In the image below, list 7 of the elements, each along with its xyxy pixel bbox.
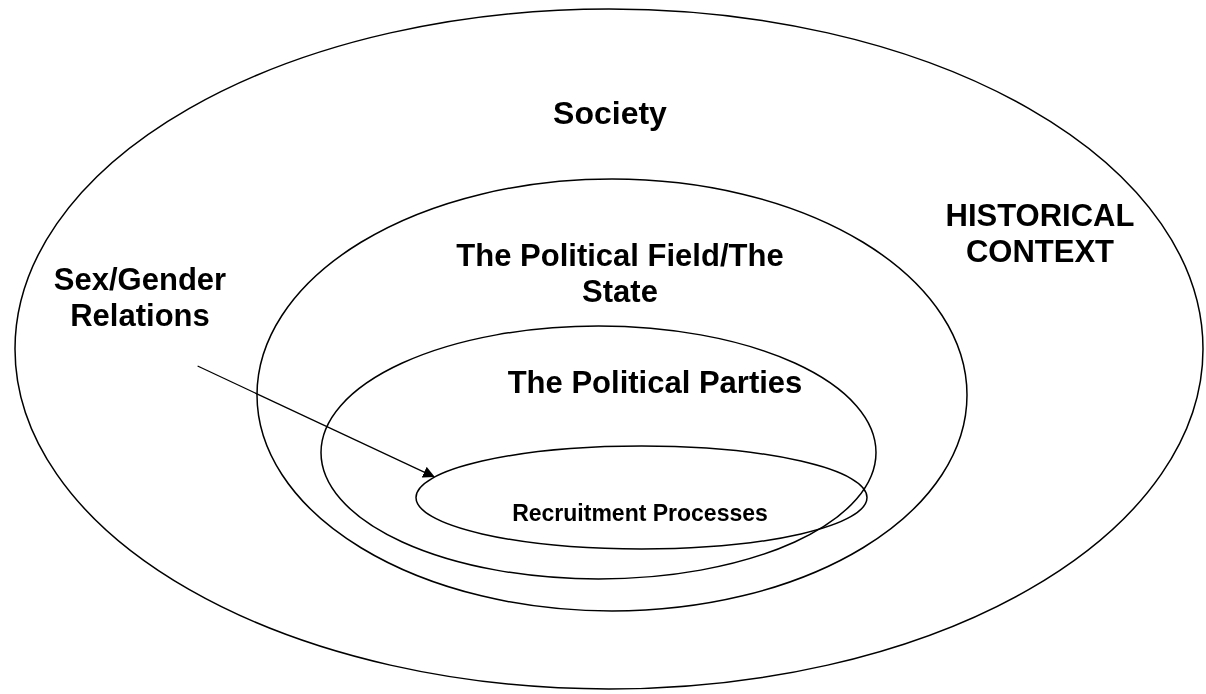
callout-label: Sex/Gender Relations <box>52 262 228 334</box>
region-label: Recruitment Processes <box>511 500 769 527</box>
region-label: The Political Field/The State <box>455 238 785 310</box>
region-label: The Political Parties <box>506 365 804 401</box>
arrow <box>196 365 435 478</box>
region-label: HISTORICAL CONTEXT <box>944 198 1136 270</box>
region-label: Society <box>552 95 668 132</box>
